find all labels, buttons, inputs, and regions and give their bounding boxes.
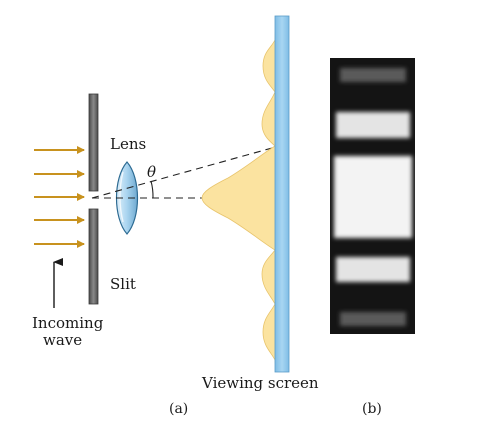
- theta-arc: [150, 180, 154, 199]
- incoming-wave-arrows: [34, 146, 85, 248]
- intensity-pattern-curve: [201, 15, 277, 373]
- panel-b-label: (b): [362, 401, 382, 417]
- slit-plate-lower: [88, 208, 99, 305]
- slit-barrier: [88, 93, 99, 305]
- viewing-screen-label: Viewing screen: [201, 374, 319, 392]
- band-top-secondary: [340, 68, 406, 82]
- slit-plate-upper: [88, 93, 99, 192]
- incoming-label-line1: Incoming: [32, 314, 104, 332]
- diffraction-photograph: [330, 58, 415, 334]
- band-upper-maximum: [336, 112, 410, 138]
- band-central-maximum: [334, 156, 412, 238]
- band-lower-maximum: [336, 257, 410, 282]
- incoming-label-line2: wave: [43, 331, 82, 349]
- lens: [115, 161, 139, 235]
- slit-label: Slit: [110, 275, 136, 293]
- panel-a-label: (a): [169, 401, 188, 417]
- theta-label: θ: [147, 163, 156, 181]
- lens-label: Lens: [110, 135, 146, 153]
- band-bottom-secondary: [340, 312, 406, 326]
- viewing-screen: [274, 15, 290, 373]
